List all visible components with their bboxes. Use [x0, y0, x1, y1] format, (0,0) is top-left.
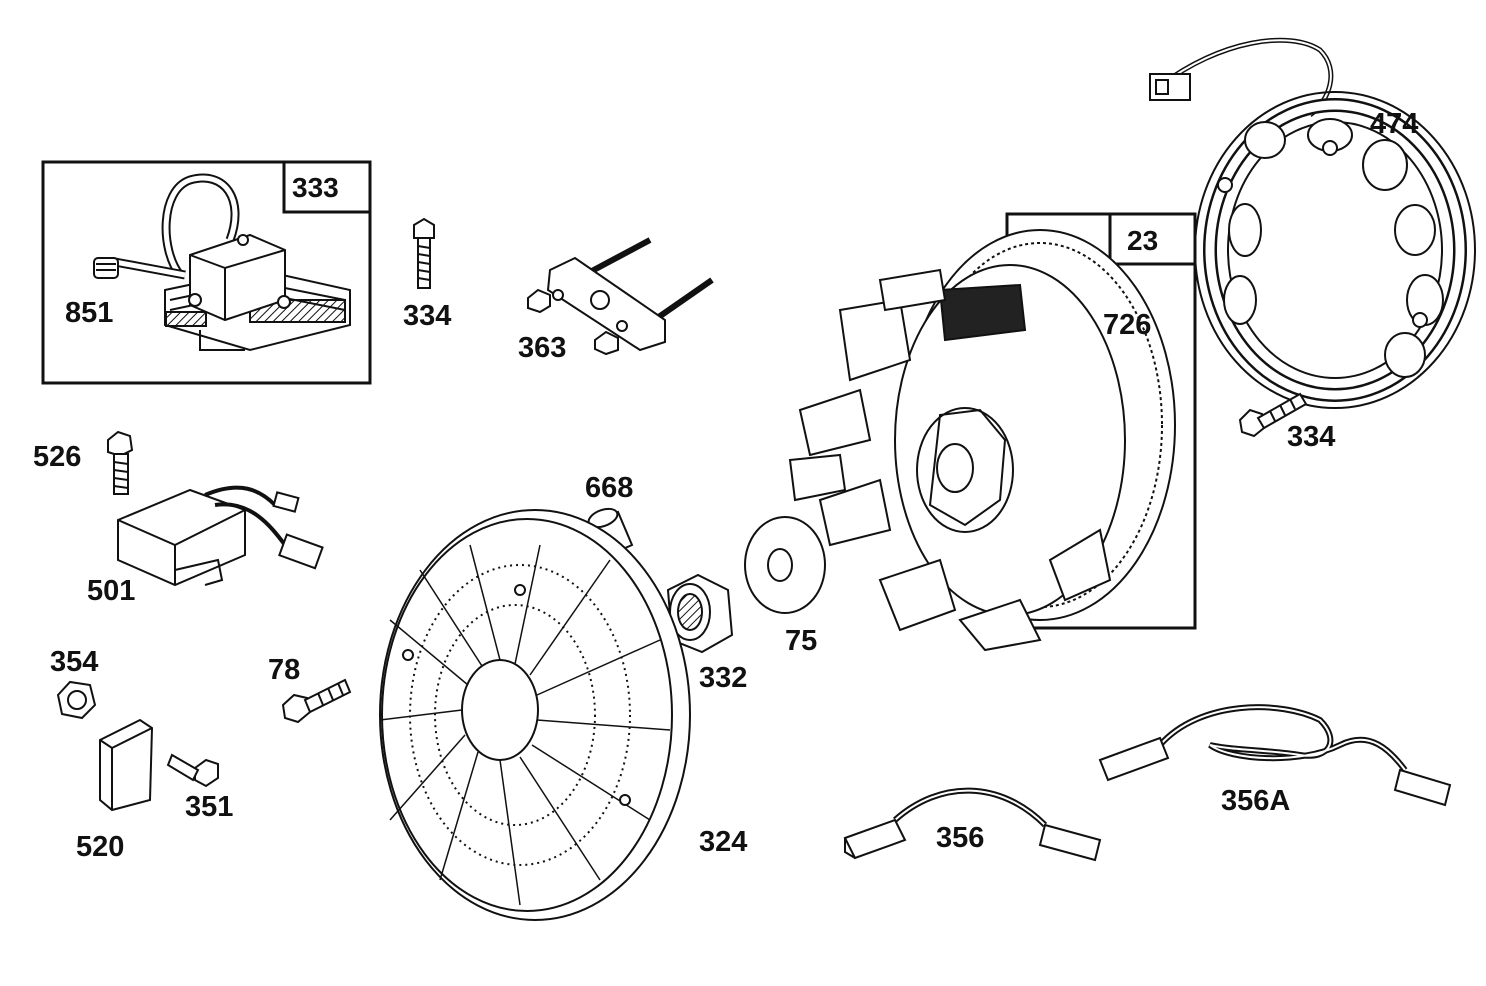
- label-part-356a: 356A: [1221, 785, 1291, 817]
- label-part-334-top: 334: [403, 300, 452, 332]
- screw-part-78: [283, 680, 350, 722]
- label-part-78: 78: [268, 654, 301, 686]
- label-part-526: 526: [33, 441, 82, 473]
- label-part-23: 23: [1127, 225, 1159, 256]
- label-part-501: 501: [87, 575, 136, 607]
- screw-part-334-top: [414, 219, 434, 288]
- label-part-520: 520: [76, 831, 125, 863]
- label-part-474: 474: [1370, 108, 1419, 140]
- washer-part-75: [745, 517, 825, 613]
- label-part-354: 354: [50, 646, 99, 678]
- flywheel-part-726: [790, 230, 1175, 650]
- screw-part-526: [108, 432, 132, 494]
- flange-nut-part-354: [58, 682, 95, 718]
- label-part-726: 726: [1103, 309, 1152, 341]
- label-part-363: 363: [518, 332, 567, 364]
- label-part-668: 668: [585, 472, 634, 504]
- armature-bracket-part-363: [528, 240, 712, 354]
- label-part-334-right: 334: [1287, 421, 1336, 453]
- label-part-356: 356: [936, 822, 985, 854]
- wire-harness-part-356: [845, 791, 1100, 860]
- bracket-part-520: [100, 720, 152, 810]
- spark-plug-terminal-part-851: [94, 258, 118, 278]
- screw-part-351: [168, 755, 218, 786]
- label-part-324: 324: [699, 826, 748, 858]
- label-part-851: 851: [65, 297, 114, 329]
- label-part-333: 333: [292, 172, 339, 203]
- rotating-screen-part-324: [380, 510, 690, 920]
- label-part-75: 75: [785, 625, 818, 657]
- wire-harness-part-356a: [1100, 707, 1450, 805]
- ignition-armature-part-333: [115, 178, 350, 350]
- label-part-332: 332: [699, 662, 748, 694]
- armature-group-box: [43, 162, 370, 383]
- label-part-351: 351: [185, 791, 234, 823]
- screw-part-334-right: [1240, 394, 1306, 436]
- regulator-rectifier-part-501: [118, 488, 323, 585]
- alternator-stator-part-474: [1150, 40, 1475, 408]
